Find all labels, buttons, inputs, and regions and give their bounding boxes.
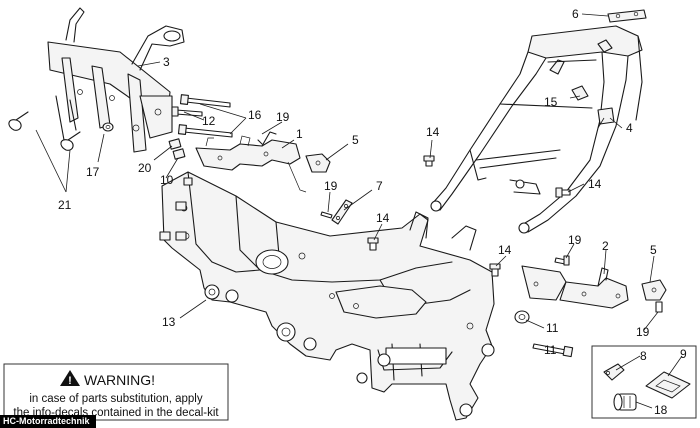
callout-1: 1: [296, 127, 303, 141]
callout-12: 12: [202, 114, 216, 128]
warning-title: WARNING!: [84, 372, 155, 388]
callout-14-right: 14: [588, 177, 602, 191]
callout-11-lower: 11: [544, 343, 557, 357]
callout-14-center: 14: [376, 211, 390, 225]
bracket-5-right-drawing: [641, 279, 667, 313]
leader-lines: [35, 13, 683, 409]
callout-6: 6: [572, 7, 579, 21]
svg-text:!: !: [68, 375, 72, 387]
callout-14-lower: 14: [498, 243, 512, 257]
bolts-14-rear-drawing: [423, 155, 571, 277]
callout-8: 8: [640, 349, 647, 363]
callout-19-lower: 19: [636, 325, 650, 339]
callout-21: 21: [58, 198, 72, 212]
bolt-14-center-drawing: [367, 237, 379, 251]
callout-19-mid: 19: [324, 179, 338, 193]
plate-7-drawing: [320, 199, 353, 225]
callout-19-top: 19: [276, 110, 290, 124]
callout-7: 7: [376, 179, 383, 193]
watermark-label: HC-Motorradtechnik: [0, 415, 96, 428]
callout-15: 15: [544, 95, 558, 109]
callout-5-top: 5: [352, 133, 359, 147]
bolt-19-right-drawing: [554, 255, 570, 266]
callout-13: 13: [162, 315, 176, 329]
rear-subframe-drawing: [430, 25, 643, 234]
callout-17: 17: [86, 165, 100, 179]
callout-14-rear-top: 14: [426, 125, 440, 139]
warning-triangle-icon: [60, 370, 80, 386]
bushing-11-drawing: [514, 310, 530, 324]
callout-4: 4: [626, 121, 633, 135]
callout-labels: 3 6 15 4 16 12 19 1 5 14 20 10 17 21 19 …: [58, 7, 687, 417]
callout-10: 10: [160, 173, 174, 187]
spring-clip-drawing: [8, 111, 81, 151]
callout-16: 16: [248, 108, 262, 122]
bushing-17-drawing: [102, 122, 114, 132]
bracket-1-drawing: [195, 131, 307, 193]
front-subframe-drawing: [47, 7, 185, 153]
bracket-2-drawing: [521, 265, 629, 309]
callout-18: 18: [654, 403, 668, 417]
callout-3: 3: [163, 55, 170, 69]
bolt-11-long-drawing: [532, 343, 574, 358]
callout-2: 2: [602, 239, 609, 253]
warning-line-1: in case of parts substitution, apply: [29, 393, 202, 405]
callout-20: 20: [138, 161, 152, 175]
bracket-5-top-drawing: [305, 153, 331, 173]
callout-5-right: 5: [650, 243, 657, 257]
main-frame-drawing: [159, 171, 495, 421]
callout-11-upper: 11: [546, 321, 559, 335]
bolts-center-drawing: [168, 94, 233, 160]
warning-panel: ! WARNING! in case of parts substitution…: [3, 363, 229, 421]
plate-6-drawing: [607, 9, 647, 23]
inset-box: [591, 345, 697, 419]
callout-19-right: 19: [568, 233, 582, 247]
callout-9: 9: [680, 347, 687, 361]
